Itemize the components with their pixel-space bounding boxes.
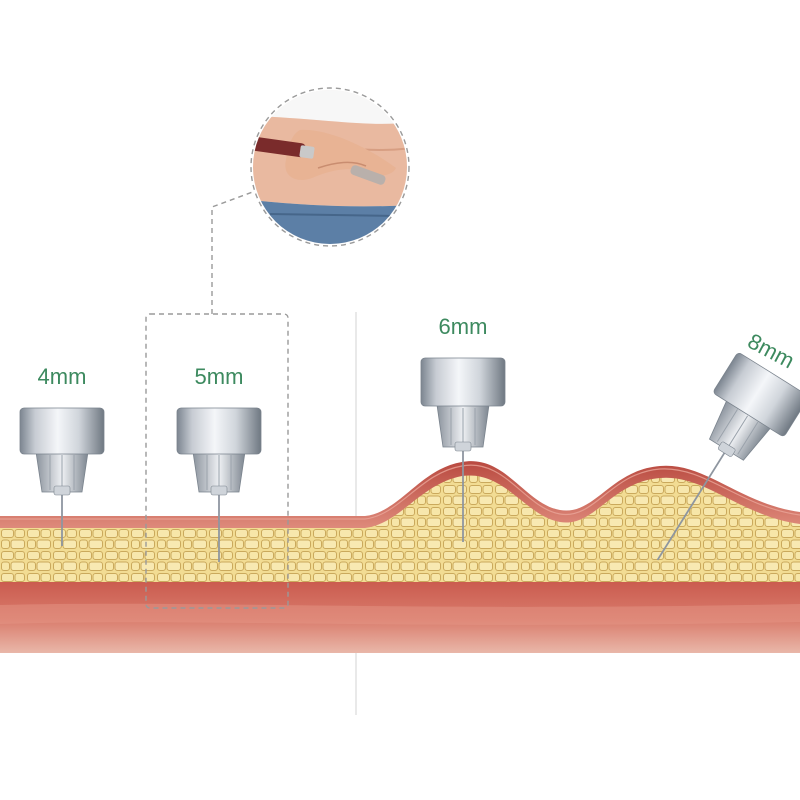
inset-connector-dashed: [211, 189, 259, 314]
label-4mm: 4mm: [38, 364, 87, 389]
needle-5mm: [176, 407, 262, 562]
needle-8mm: [656, 353, 800, 561]
label-5mm: 5mm: [195, 364, 244, 389]
muscle-sheen: [0, 603, 800, 625]
needle-4mm: [19, 407, 105, 546]
skin-layer: [0, 461, 800, 528]
highlight-dashed-box: [145, 313, 289, 609]
label-6mm: 6mm: [439, 314, 488, 339]
inset-photo: [250, 87, 410, 247]
muscle-layer: [0, 578, 800, 653]
skin-highlight: [0, 464, 800, 520]
needle-6mm: [420, 357, 506, 542]
fat-layer: [0, 469, 800, 582]
